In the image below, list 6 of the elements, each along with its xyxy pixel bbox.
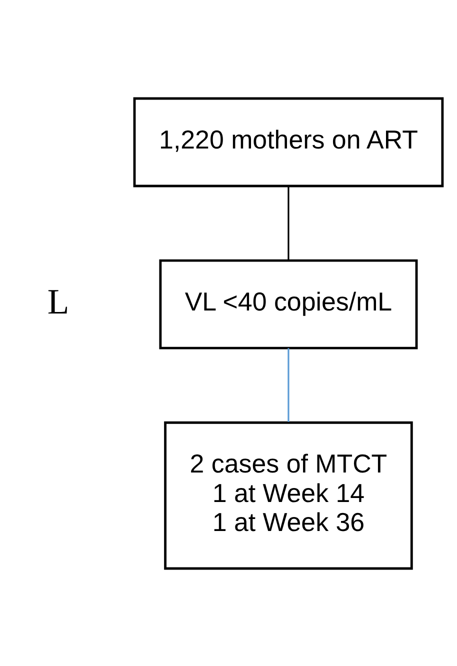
connector <box>288 348 290 422</box>
node-box: VL <40 copies/mL <box>159 258 418 349</box>
node-box: 1,220 mothers on ART <box>133 96 444 187</box>
node-box: 2 cases of MTCT 1 at Week 14 1 at Week 36 <box>164 420 413 570</box>
label: L <box>47 280 70 321</box>
connector <box>288 186 290 260</box>
